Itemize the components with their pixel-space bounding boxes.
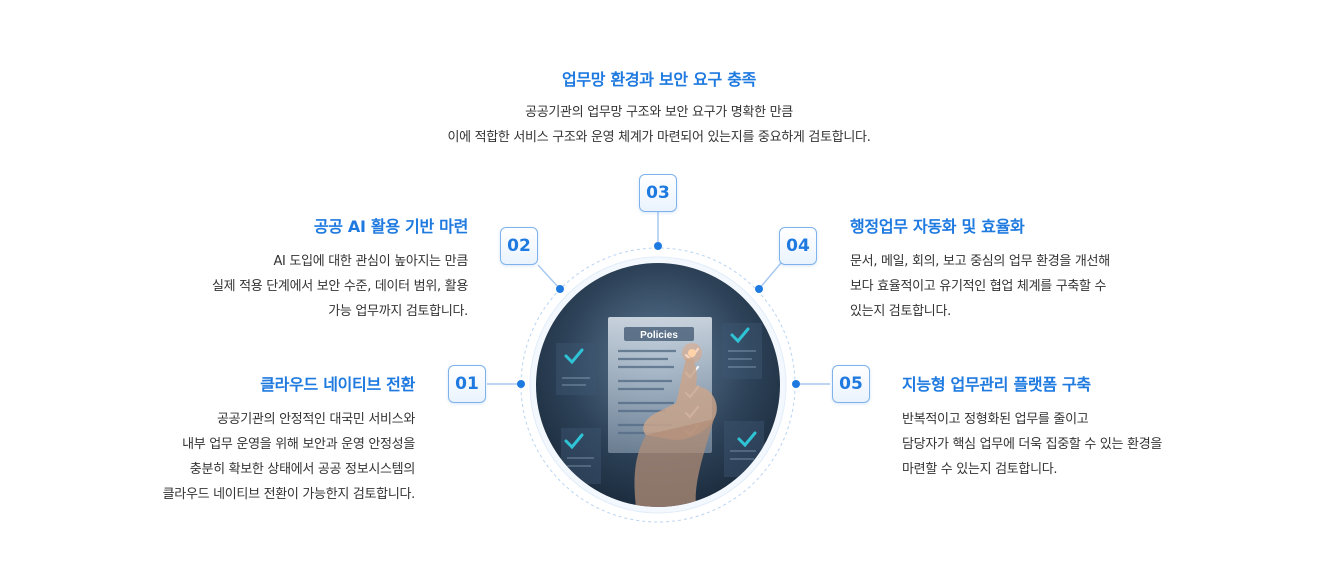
item-02-line-1: AI 도입에 대한 관심이 높아지는 만큼 (273, 254, 468, 269)
item-05-title: 지능형 업무관리 플랫폼 구축 (902, 375, 1091, 394)
central-image: Policies (536, 263, 780, 507)
item-01-line-4: 클라우드 네이티브 전환이 가능한지 검토합니다. (162, 487, 416, 502)
connector-dot-01 (517, 380, 525, 388)
item-04-title: 행정업무 자동화 및 효율화 (850, 217, 1025, 236)
item-01-description: 공공기관의 안정적인 대국민 서비스와 내부 업무 운영을 위해 보안과 운영 … (15, 407, 416, 507)
step-badge-03: 03 (639, 174, 677, 212)
item-04: 행정업무 자동화 및 효율화 문서, 메일, 회의, 보고 중심의 업무 환경을… (850, 213, 1290, 324)
top-section: 업무망 환경과 보안 요구 충족 공공기관의 업무망 구조와 보안 요구가 명확… (300, 66, 1018, 150)
item-05-line-1: 반복적이고 정형화된 업무를 줄이고 (902, 412, 1089, 427)
item-01-title: 클라우드 네이티브 전환 (260, 375, 415, 394)
item-01-line-3: 충분히 확보한 상태에서 공공 정보시스템의 (189, 462, 416, 477)
connector-04 (758, 262, 782, 290)
background-document-icons (556, 323, 764, 484)
item-04-line-3: 있는지 검토합니다. (850, 304, 951, 319)
hand-graphic (643, 357, 717, 440)
step-badge-02: 02 (500, 227, 538, 265)
item-05: 지능형 업무관리 플랫폼 구축 반복적이고 정형화된 업무를 줄이고 담당자가 … (902, 371, 1302, 482)
top-title: 업무망 환경과 보안 요구 충족 (561, 70, 757, 89)
connector-dot-05 (792, 380, 800, 388)
connector-dot-03 (654, 242, 662, 250)
item-02-line-3: 가능 업무까지 검토합니다. (328, 304, 468, 319)
check-icons (564, 327, 757, 450)
step-badge-05: 05 (832, 365, 870, 403)
item-04-line-1: 문서, 메일, 회의, 보고 중심의 업무 환경을 개선해 (850, 254, 1110, 269)
item-01-line-2: 내부 업무 운영을 위해 보안과 운영 안정성을 (182, 437, 415, 452)
connector-02 (537, 264, 561, 290)
item-02: 공공 AI 활용 기반 마련 AI 도입에 대한 관심이 높아지는 만큼 실제 … (68, 213, 468, 324)
item-04-line-2: 보다 효율적이고 유기적인 협업 체계를 구축할 수 (850, 279, 1107, 294)
top-line-2: 이에 적합한 서비스 구조와 운영 체계가 마련되어 있는지를 중요하게 검토합… (447, 130, 871, 145)
top-description: 공공기관의 업무망 구조와 보안 요구가 명확한 만큼 이에 적합한 서비스 구… (300, 100, 1018, 150)
item-02-line-2: 실제 적용 단계에서 보안 수준, 데이터 범위, 활용 (211, 279, 468, 294)
step-badge-04: 04 (779, 227, 817, 265)
item-05-line-3: 마련할 수 있는지 검토합니다. (902, 462, 1058, 477)
connector-dot-04 (755, 285, 763, 293)
item-02-description: AI 도입에 대한 관심이 높아지는 만큼 실제 적용 단계에서 보안 수준, … (68, 249, 468, 324)
item-02-title: 공공 AI 활용 기반 마련 (313, 217, 468, 236)
item-01: 클라우드 네이티브 전환 공공기관의 안정적인 대국민 서비스와 내부 업무 운… (15, 371, 416, 507)
top-line-1: 공공기관의 업무망 구조와 보안 요구가 명확한 만큼 (525, 105, 793, 120)
connector-dot-02 (556, 285, 564, 293)
step-badge-01: 01 (448, 365, 486, 403)
item-05-line-2: 담당자가 핵심 업무에 더욱 집중할 수 있는 환경을 (902, 437, 1163, 452)
item-05-description: 반복적이고 정형화된 업무를 줄이고 담당자가 핵심 업무에 더욱 집중할 수 … (902, 407, 1302, 482)
policies-label: Policies (640, 330, 678, 341)
item-04-description: 문서, 메일, 회의, 보고 중심의 업무 환경을 개선해 보다 효율적이고 유… (850, 249, 1290, 324)
item-01-line-1: 공공기관의 안정적인 대국민 서비스와 (216, 412, 415, 427)
